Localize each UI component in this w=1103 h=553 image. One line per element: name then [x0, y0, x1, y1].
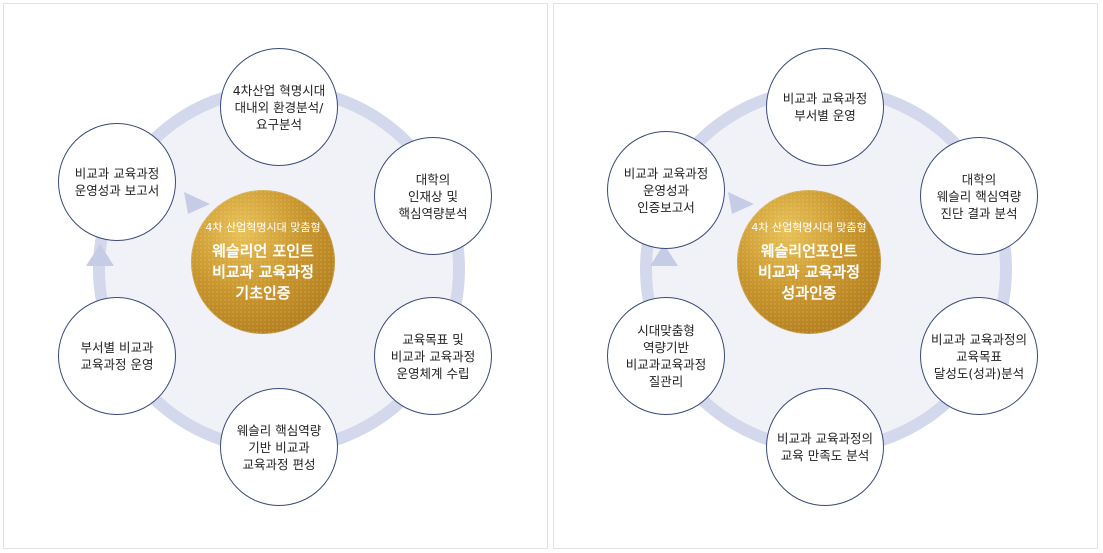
left-ring-arrow-inner — [184, 192, 210, 214]
right-cycle-diagram: 비교과 교육과정 부서별 운영 대학의 웨슬리 핵심역량 진단 결과 분석 비교… — [553, 3, 1098, 549]
right-node-5: 시대맞춤형 역량기반 비교과교육과정 질관리 — [607, 297, 725, 415]
right-node-4: 비교과 교육과정의 교육 만족도 분석 — [766, 388, 884, 506]
right-node-2: 대학의 웨슬리 핵심역량 진단 결과 분석 — [920, 137, 1038, 255]
left-node-3: 교육목표 및 비교과 교육과정 운영체계 수립 — [374, 297, 492, 415]
left-center-title: 웨슬리언 포인트 비교과 교육과정 기초인증 — [212, 241, 314, 302]
left-center-subtitle: 4차 산업혁명시대 맞춤형 — [205, 220, 321, 234]
right-node-1: 비교과 교육과정 부서별 운영 — [766, 48, 884, 166]
left-cycle-diagram: 4차산업 혁명시대 대내외 환경분석/ 요구분석 대학의 인재상 및 핵심역량분… — [3, 3, 548, 549]
right-center-subtitle: 4차 산업혁명시대 맞춤형 — [751, 220, 867, 234]
left-ring-arrow-left — [86, 244, 114, 266]
right-center-title: 웨슬리언포인트 비교과 교육과정 성과인증 — [758, 241, 860, 302]
left-node-6: 비교과 교육과정 운영성과 보고서 — [58, 123, 176, 241]
right-center-circle: 4차 산업혁명시대 맞춤형 웨슬리언포인트 비교과 교육과정 성과인증 — [737, 190, 881, 334]
left-node-5: 부서별 비교과 교육과정 운영 — [58, 297, 176, 415]
right-node-6: 비교과 교육과정 운영성과 인증보고서 — [607, 131, 725, 249]
left-node-2: 대학의 인재상 및 핵심역량분석 — [374, 137, 492, 255]
left-node-1: 4차산업 혁명시대 대내외 환경분석/ 요구분석 — [220, 48, 338, 166]
right-node-3: 비교과 교육과정의 교육목표 달성도(성과)분석 — [920, 297, 1038, 415]
right-ring-arrow-left — [650, 244, 678, 266]
left-node-4: 웨슬리 핵심역량 기반 비교과 교육과정 편성 — [220, 388, 338, 506]
left-center-circle: 4차 산업혁명시대 맞춤형 웨슬리언 포인트 비교과 교육과정 기초인증 — [191, 190, 335, 334]
right-ring-arrow-inner — [728, 192, 754, 214]
